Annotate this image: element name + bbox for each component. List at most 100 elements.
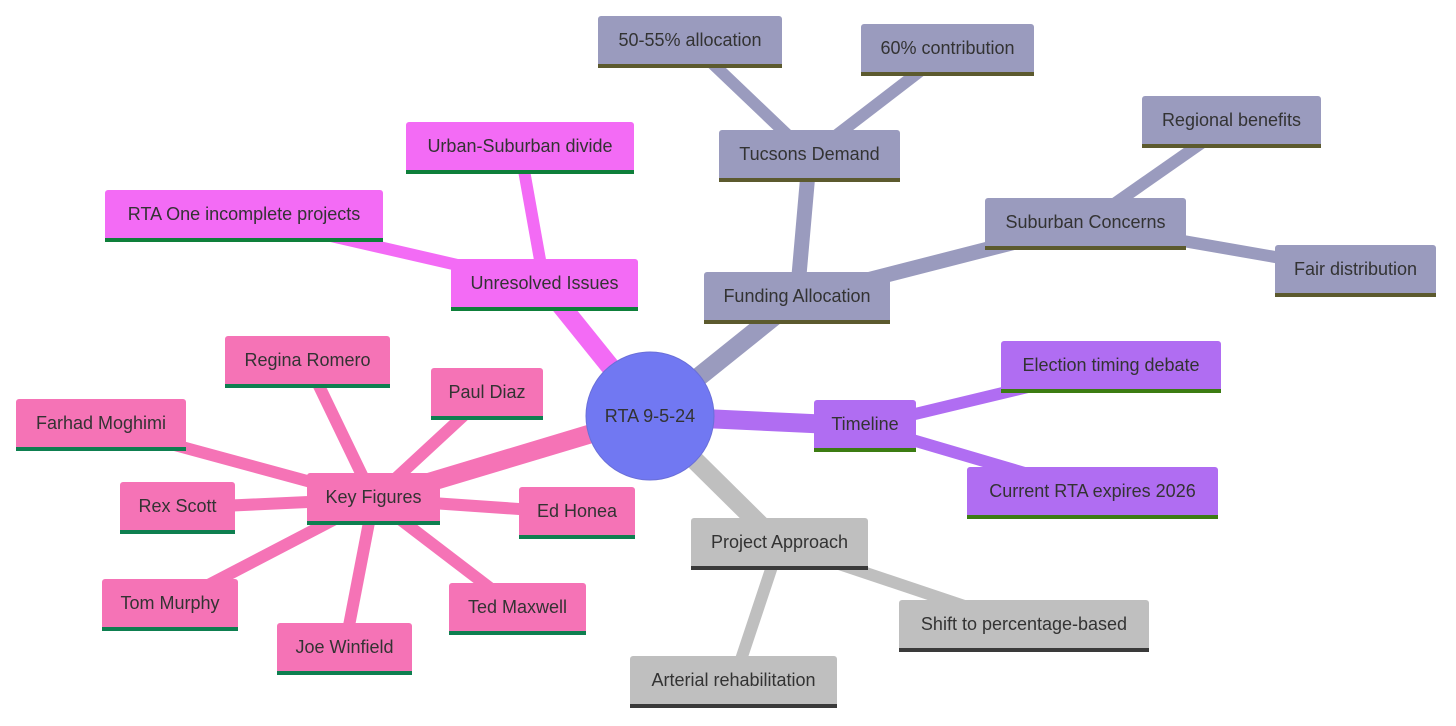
node-urban-box xyxy=(406,122,634,174)
node-farhad-box xyxy=(16,399,186,451)
node-tom[interactable]: Tom Murphy xyxy=(102,579,238,631)
node-fair-box xyxy=(1275,245,1436,297)
node-election-underline xyxy=(1001,389,1221,393)
root-node[interactable]: RTA 9-5-24 xyxy=(585,351,715,481)
node-ed-underline xyxy=(519,535,635,539)
branch-approach[interactable]: Project Approach xyxy=(691,518,868,570)
node-rex-underline xyxy=(120,530,235,534)
node-ed-box xyxy=(519,487,635,539)
node-paul-box xyxy=(431,368,543,420)
node-rex-label: Rex Scott xyxy=(138,496,216,516)
branch-unresolved-label: Unresolved Issues xyxy=(470,273,618,293)
node-tom-label: Tom Murphy xyxy=(120,593,219,613)
node-election-box xyxy=(1001,341,1221,393)
branch-funding[interactable]: Funding Allocation xyxy=(704,272,890,324)
node-suburban-label: Suburban Concerns xyxy=(1005,212,1165,232)
branch-approach-label: Project Approach xyxy=(711,532,848,552)
node-tucsons[interactable]: Tucsons Demand xyxy=(719,130,900,182)
branch-timeline-underline xyxy=(814,448,916,452)
node-farhad-label: Farhad Moghimi xyxy=(36,413,166,433)
branch-timeline-box xyxy=(814,400,916,452)
node-tucsons-box xyxy=(719,130,900,182)
node-joe[interactable]: Joe Winfield xyxy=(277,623,412,675)
node-joe-label: Joe Winfield xyxy=(295,637,393,657)
node-arterial-label: Arterial rehabilitation xyxy=(651,670,815,690)
root-node-label: RTA 9-5-24 xyxy=(605,406,695,426)
node-expires-box xyxy=(967,467,1218,519)
node-contrib-box xyxy=(861,24,1034,76)
node-farhad[interactable]: Farhad Moghimi xyxy=(16,399,186,451)
node-shift-box xyxy=(899,600,1149,652)
branch-unresolved-box xyxy=(451,259,638,311)
node-joe-box xyxy=(277,623,412,675)
node-suburban-box xyxy=(985,198,1186,250)
node-paul[interactable]: Paul Diaz xyxy=(431,368,543,420)
node-rtaone[interactable]: RTA One incomplete projects xyxy=(105,190,383,242)
node-tom-box xyxy=(102,579,238,631)
branch-figures[interactable]: Key Figures xyxy=(307,473,440,525)
node-ted-box xyxy=(449,583,586,635)
branch-timeline[interactable]: Timeline xyxy=(814,400,916,452)
node-rex-box xyxy=(120,482,235,534)
node-fair[interactable]: Fair distribution xyxy=(1275,245,1436,297)
node-expires-underline xyxy=(967,515,1218,519)
branch-figures-label: Key Figures xyxy=(325,487,421,507)
branch-funding-underline xyxy=(704,320,890,324)
node-contrib[interactable]: 60% contribution xyxy=(861,24,1034,76)
node-contrib-underline xyxy=(861,72,1034,76)
node-suburban[interactable]: Suburban Concerns xyxy=(985,198,1186,250)
branch-unresolved[interactable]: Unresolved Issues xyxy=(451,259,638,311)
node-election-label: Election timing debate xyxy=(1022,355,1199,375)
branch-funding-label: Funding Allocation xyxy=(723,286,870,306)
node-shift-underline xyxy=(899,648,1149,652)
node-regional[interactable]: Regional benefits xyxy=(1142,96,1321,148)
node-ed[interactable]: Ed Honea xyxy=(519,487,635,539)
branch-figures-underline xyxy=(307,521,440,525)
node-tucsons-label: Tucsons Demand xyxy=(739,144,879,164)
branch-approach-box xyxy=(691,518,868,570)
node-alloc-underline xyxy=(598,64,782,68)
root-node-circle xyxy=(585,351,715,481)
node-arterial-box xyxy=(630,656,837,708)
node-regional-box xyxy=(1142,96,1321,148)
node-shift[interactable]: Shift to percentage-based xyxy=(899,600,1149,652)
node-regina-box xyxy=(225,336,390,388)
mindmap-nodes: RTA 9-5-24 Funding Allocation Tucsons Dema… xyxy=(16,16,1436,708)
node-shift-label: Shift to percentage-based xyxy=(921,614,1127,634)
node-ed-label: Ed Honea xyxy=(537,501,618,521)
node-alloc[interactable]: 50-55% allocation xyxy=(598,16,782,68)
node-contrib-label: 60% contribution xyxy=(880,38,1014,58)
node-expires[interactable]: Current RTA expires 2026 xyxy=(967,467,1218,519)
node-regional-label: Regional benefits xyxy=(1162,110,1301,130)
node-paul-label: Paul Diaz xyxy=(448,382,525,402)
branch-figures-box xyxy=(307,473,440,525)
node-election[interactable]: Election timing debate xyxy=(1001,341,1221,393)
node-regina[interactable]: Regina Romero xyxy=(225,336,390,388)
node-ted[interactable]: Ted Maxwell xyxy=(449,583,586,635)
node-fair-label: Fair distribution xyxy=(1294,259,1417,279)
node-arterial[interactable]: Arterial rehabilitation xyxy=(630,656,837,708)
node-regina-label: Regina Romero xyxy=(244,350,370,370)
node-fair-underline xyxy=(1275,293,1436,297)
node-arterial-underline xyxy=(630,704,837,708)
node-ted-underline xyxy=(449,631,586,635)
branch-approach-underline xyxy=(691,566,868,570)
node-urban[interactable]: Urban-Suburban divide xyxy=(406,122,634,174)
node-joe-underline xyxy=(277,671,412,675)
node-paul-underline xyxy=(431,416,543,420)
node-regina-underline xyxy=(225,384,390,388)
node-tucsons-underline xyxy=(719,178,900,182)
node-rtaone-underline xyxy=(105,238,383,242)
branch-funding-box xyxy=(704,272,890,324)
node-rtaone-box xyxy=(105,190,383,242)
branch-unresolved-underline xyxy=(451,307,638,311)
node-urban-label: Urban-Suburban divide xyxy=(427,136,612,156)
node-expires-label: Current RTA expires 2026 xyxy=(989,481,1195,501)
node-suburban-underline xyxy=(985,246,1186,250)
node-rex[interactable]: Rex Scott xyxy=(120,482,235,534)
branch-timeline-label: Timeline xyxy=(831,414,898,434)
node-farhad-underline xyxy=(16,447,186,451)
node-tom-underline xyxy=(102,627,238,631)
node-ted-label: Ted Maxwell xyxy=(468,597,567,617)
